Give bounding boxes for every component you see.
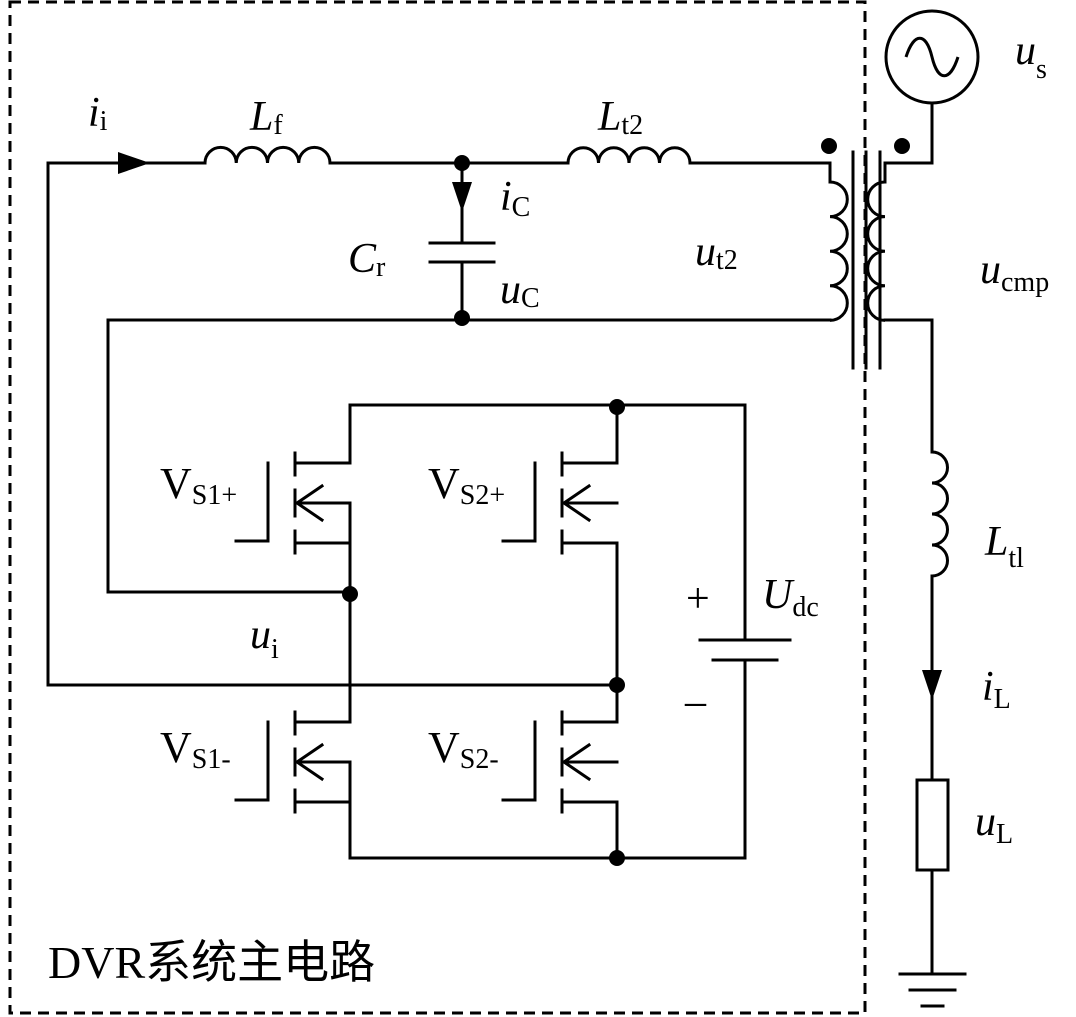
label-vs1-minus: VS1- (160, 723, 231, 775)
inductor-lt2 (566, 146, 692, 164)
label-vs2-plus: VS2+ (428, 459, 505, 511)
mosfet-vs2-plus (501, 451, 619, 555)
label-ucmp: ucmp (980, 247, 1049, 298)
current-arrow-il (922, 670, 942, 700)
load-branch (898, 318, 967, 1008)
label-ui: ui (250, 612, 279, 665)
transformer (821, 138, 934, 370)
label-minus: – (684, 679, 707, 725)
junction-dots (342, 155, 625, 866)
mosfet-vs1-minus (234, 710, 352, 814)
inductor-lf (203, 145, 332, 164)
label-ltl: Ltl (984, 519, 1024, 574)
mosfet-vs2-minus (501, 710, 619, 814)
label-vs2-minus: VS2- (428, 723, 499, 775)
load-resistor (915, 778, 950, 872)
ac-source-us (884, 9, 980, 165)
label-il: iL (982, 664, 1011, 715)
label-lt2: Lt2 (597, 94, 643, 141)
label-ii: ii (88, 90, 108, 137)
label-vs1-plus: VS1+ (160, 459, 237, 511)
label-plus: + (686, 576, 710, 622)
h-bridge-wires (348, 403, 792, 860)
label-us: us (1015, 28, 1047, 85)
label-ul: uL (975, 799, 1013, 850)
box-title: DVR系统主电路 (48, 937, 375, 988)
label-uc: uC (500, 267, 540, 314)
current-arrow-ii (118, 152, 150, 174)
mosfet-vs1-plus (234, 451, 352, 555)
label-cr: Cr (348, 236, 386, 283)
label-ic: iC (500, 174, 530, 223)
label-udc: Udc (762, 572, 819, 623)
label-lf: Lf (249, 94, 283, 141)
current-arrow-ic (452, 182, 472, 212)
label-ut2: ut2 (695, 229, 738, 276)
